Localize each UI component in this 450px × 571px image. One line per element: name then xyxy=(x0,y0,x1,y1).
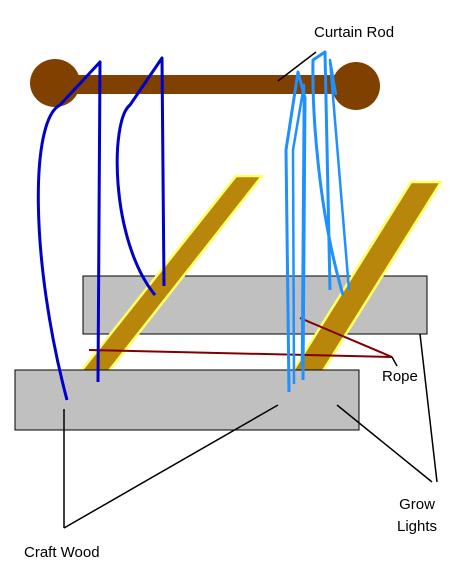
leader-grow-lights-front xyxy=(336,404,433,483)
label-craft-wood: Craft Wood xyxy=(24,544,100,561)
curtain-rod xyxy=(52,75,358,94)
label-curtain-rod: Curtain Rod xyxy=(314,24,395,41)
label-rope: Rope xyxy=(382,368,418,385)
grow-light-front xyxy=(14,369,360,431)
leader-rope xyxy=(391,356,398,367)
label-grow-lights: Grow Lights xyxy=(396,496,438,535)
hanger-right-back-2 xyxy=(328,58,351,291)
leader-curtain-rod xyxy=(277,51,317,82)
leader-grow-lights-back xyxy=(419,333,438,483)
hanger-left-2 xyxy=(115,56,166,296)
hanger-right-inner xyxy=(291,83,306,385)
curtain-rod-right-finial xyxy=(332,62,380,110)
hanger-right-back-1 xyxy=(311,50,345,296)
leader-craft-wood-right xyxy=(63,404,279,529)
curtain-rod-left-finial xyxy=(30,59,80,107)
hanger-left-1 xyxy=(36,60,102,401)
